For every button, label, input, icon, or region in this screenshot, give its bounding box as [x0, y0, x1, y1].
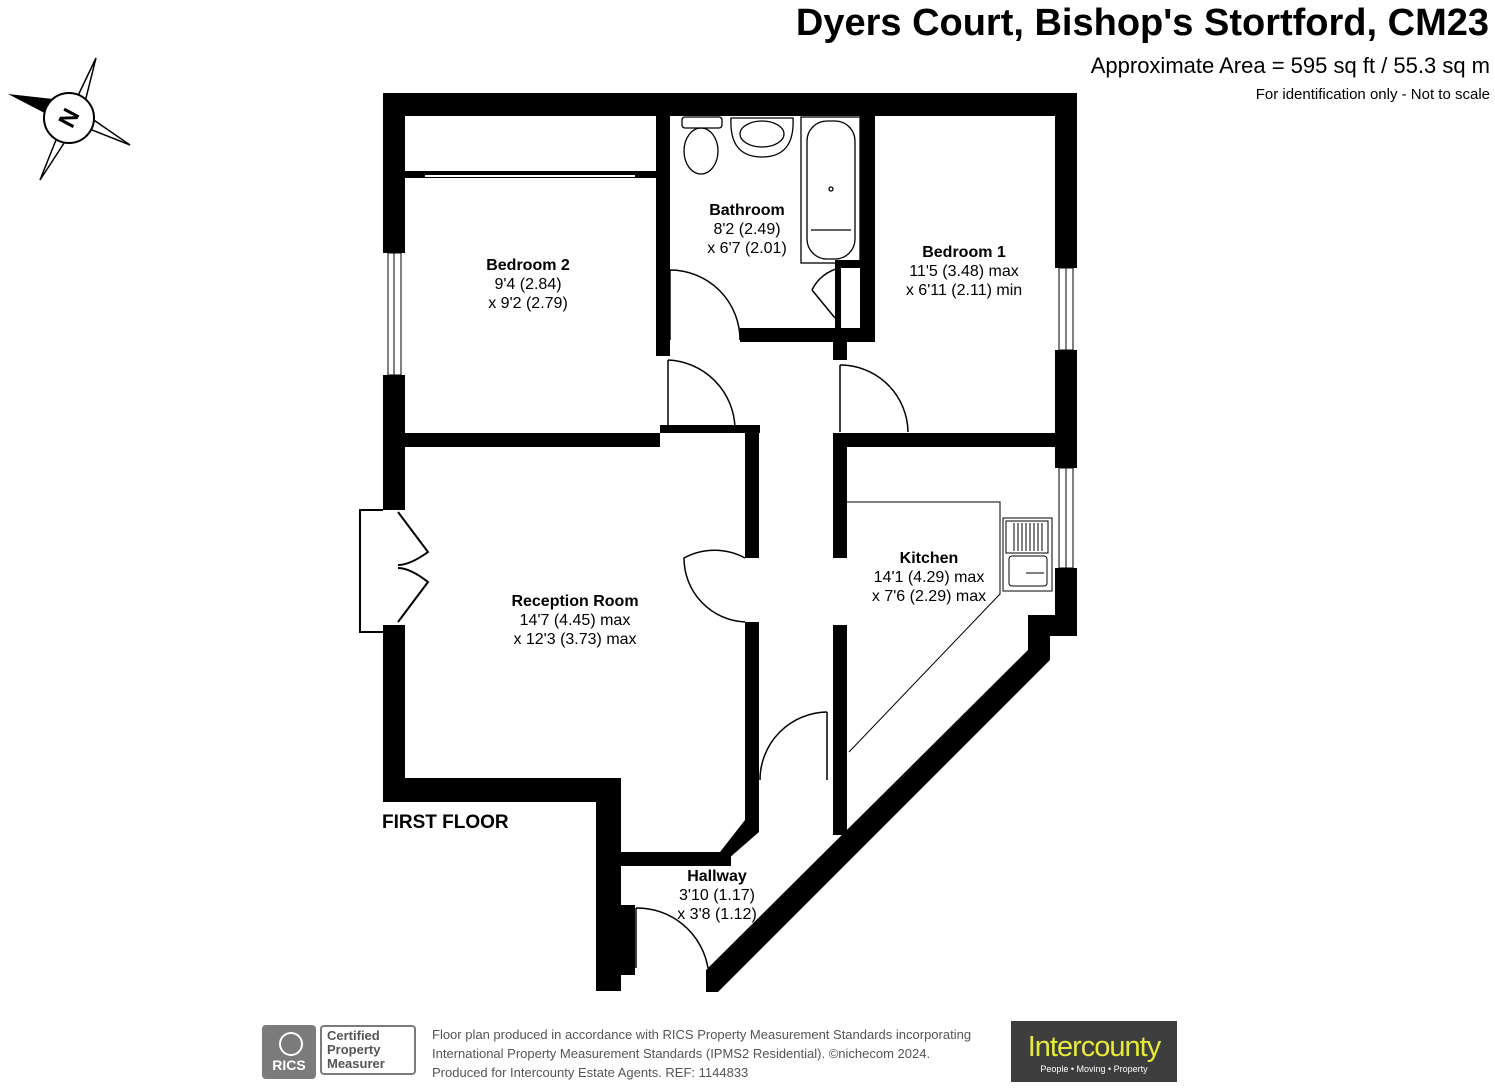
wall-recep-bottom: [621, 852, 731, 866]
bathroom-fixtures: [681, 116, 861, 264]
room-name: Hallway: [687, 868, 747, 885]
kitchen-fittings: [847, 501, 1053, 753]
wall-corner-step: [1028, 615, 1077, 636]
door-recep: [683, 549, 746, 623]
rics-line: Property: [327, 1042, 381, 1057]
wall-left-upper: [383, 93, 405, 253]
wall-bottom-left: [383, 778, 621, 802]
wall-bed2-bottom-r: [660, 425, 760, 433]
sink-icon: [1002, 517, 1053, 592]
room-label-bedroom-1: Bedroom 1 11'5 (3.48) max x 6'11 (2.11) …: [906, 243, 1022, 300]
basin-icon: [730, 117, 794, 158]
wall-recep-right: [745, 433, 759, 558]
room-name: Reception Room: [511, 593, 639, 610]
room-dim: x 6'7 (2.01): [707, 240, 787, 257]
french-doors: [359, 509, 430, 633]
floor-label: FIRST FLOOR: [382, 812, 509, 833]
bath-icon: [800, 116, 861, 264]
room-dim: x 6'11 (2.11) min: [905, 282, 1023, 299]
wall-right-mid: [1055, 350, 1077, 468]
footer-line: Produced for Intercounty Estate Agents. …: [432, 1065, 749, 1080]
wall-left-mid: [383, 375, 405, 510]
room-dim: x 7'6 (2.29) max: [871, 588, 987, 605]
windows: [387, 252, 1074, 569]
footer-text: Floor plan produced in accordance with R…: [432, 1025, 971, 1082]
door-store: [811, 267, 841, 319]
room-label-bathroom: Bathroom 8'2 (2.49) x 6'7 (2.01): [707, 201, 787, 258]
wall-top: [383, 93, 1077, 116]
wardrobe: [404, 171, 657, 178]
room-label-bedroom-2: Bedroom 2 9'4 (2.84) x 9'2 (2.79): [486, 256, 570, 313]
wall-recep-right-low: [745, 622, 759, 832]
room-name: Kitchen: [899, 550, 959, 567]
kitchen-worktop: [847, 501, 1001, 753]
room-name: Bedroom 1: [922, 244, 1006, 261]
room-dim: x 3'8 (1.12): [677, 906, 757, 923]
wall-left-low: [383, 625, 405, 802]
door-bed1: [839, 364, 909, 433]
wall-diagonal: [706, 615, 1050, 992]
wall-kitchen-left-low: [833, 625, 847, 835]
wall-bed1-bottom: [833, 433, 1055, 447]
wall-bed2-bottom: [405, 433, 660, 447]
footer-line: International Property Measurement Stand…: [432, 1046, 931, 1061]
door-bed2: [667, 359, 736, 429]
toilet-cistern: [681, 116, 723, 129]
room-dim: 8'2 (2.49): [713, 221, 781, 238]
wall-right-upper: [1055, 93, 1077, 268]
room-dim: x 9'2 (2.79): [488, 295, 568, 312]
rics-line: Certified: [327, 1028, 380, 1043]
room-label-reception-room: Reception Room 14'7 (4.45) max x 12'3 (3…: [511, 592, 638, 649]
room-dim: 3'10 (1.17): [678, 887, 755, 904]
rics-badge-text: RICS: [272, 1057, 306, 1073]
brand-tagline: People • Moving • Property: [1040, 1064, 1148, 1074]
wall-hall-stub: [621, 905, 635, 975]
footer-line: Floor plan produced in accordance with R…: [432, 1027, 972, 1042]
wall-bath-bottom: [740, 328, 875, 342]
brand-name: Intercounty: [1027, 1031, 1161, 1063]
room-dim: x 12'3 (3.73) max: [513, 631, 637, 648]
room-dim: 14'1 (4.29) max: [873, 569, 985, 586]
door-bath: [669, 269, 741, 341]
door-kitchen: [759, 711, 828, 781]
wall-store-side: [835, 260, 841, 330]
room-name: Bathroom: [709, 202, 785, 219]
room-dim: 9'4 (2.84): [494, 276, 562, 293]
room-name: Bedroom 2: [486, 257, 570, 274]
page-title: Dyers Court, Bishop's Stortford, CM23: [795, 2, 1489, 44]
wall-store: [835, 260, 860, 268]
wall-kitchen-left: [833, 433, 847, 558]
room-dim: 11'5 (3.48) max: [909, 263, 1019, 280]
wall-hall-left: [596, 778, 621, 991]
wall-bath-bed1: [860, 116, 875, 342]
intercounty-logo: Intercounty People • Moving • Property: [1011, 1021, 1177, 1082]
rics-crest-icon: [279, 1032, 303, 1056]
rics-logo: RICS: [262, 1025, 316, 1079]
toilet-icon: [683, 127, 719, 175]
scale-note: For identification only - Not to scale: [1255, 86, 1490, 103]
compass-icon: N: [8, 57, 131, 181]
room-label-hallway: Hallway 3'10 (1.17) x 3'8 (1.12): [677, 867, 757, 924]
room-label-kitchen: Kitchen 14'1 (4.29) max x 7'6 (2.29) max: [872, 549, 986, 606]
room-dim: 14'7 (4.45) max: [519, 612, 631, 629]
rics-cert-text: Certified Property Measurer: [320, 1025, 416, 1075]
walls: [383, 93, 1077, 992]
rics-certification: RICS Certified Property Measurer: [262, 1025, 420, 1079]
door-hall: [635, 907, 709, 969]
doors: [635, 267, 909, 969]
rics-line: Measurer: [327, 1056, 385, 1071]
wall-bed1-stub: [833, 328, 847, 360]
wall-bed2-bath: [656, 116, 670, 356]
area-text: Approximate Area = 595 sq ft / 55.3 sq m: [1090, 53, 1490, 78]
